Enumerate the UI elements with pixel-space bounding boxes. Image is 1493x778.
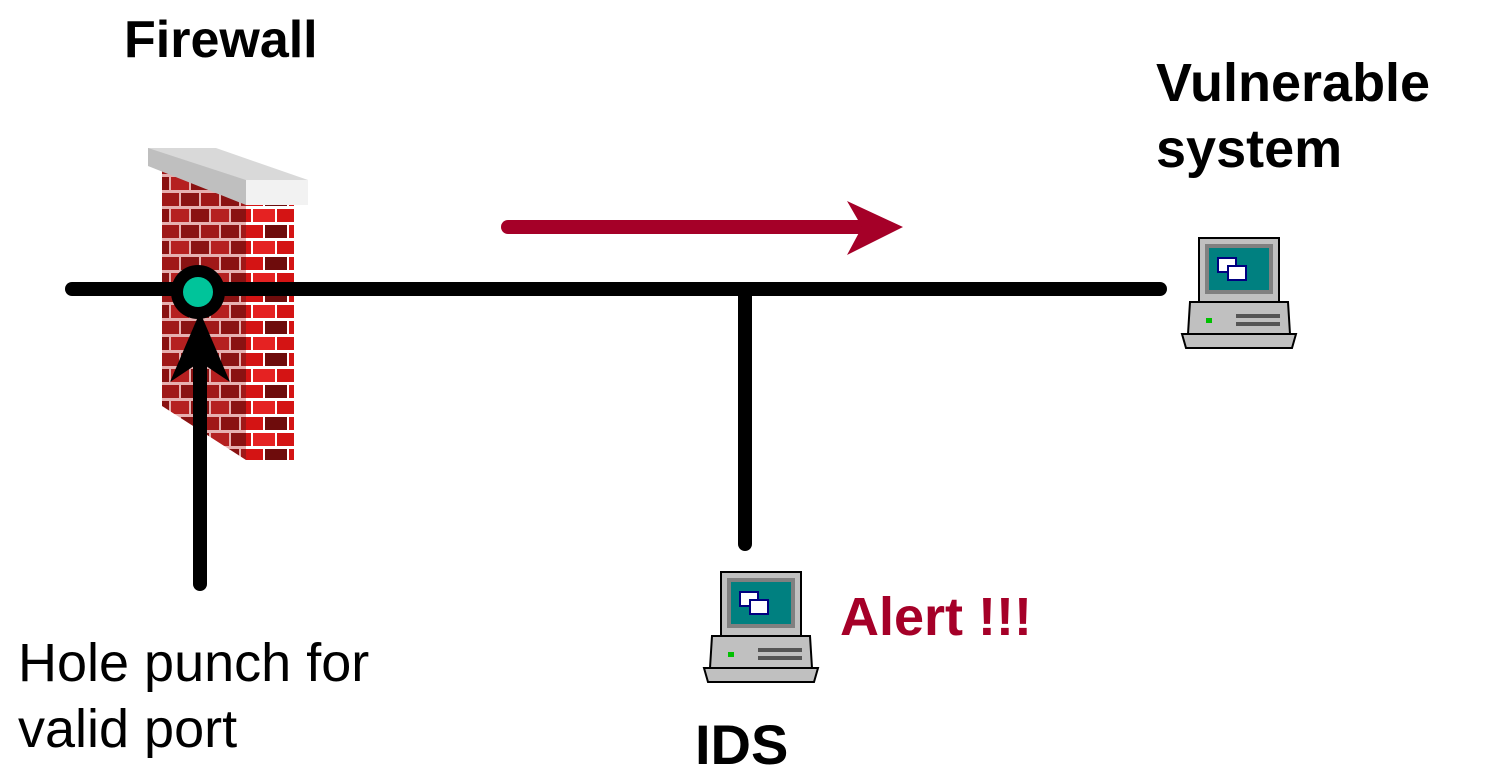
ids-label: IDS	[695, 713, 789, 776]
computer-icon	[702, 571, 820, 683]
brick-wall-icon	[148, 148, 308, 460]
alert-label: Alert !!!	[840, 587, 1032, 647]
hole-icon	[171, 265, 225, 319]
firewall-label: Firewall	[124, 11, 318, 69]
vulnerable-system-label: Vulnerable system	[1156, 53, 1431, 179]
hole-punch-arrow	[170, 312, 230, 591]
hole-punch-label: Hole punch for valid port	[18, 633, 370, 759]
computer-icon	[1180, 237, 1298, 349]
traffic-arrow	[501, 201, 903, 255]
